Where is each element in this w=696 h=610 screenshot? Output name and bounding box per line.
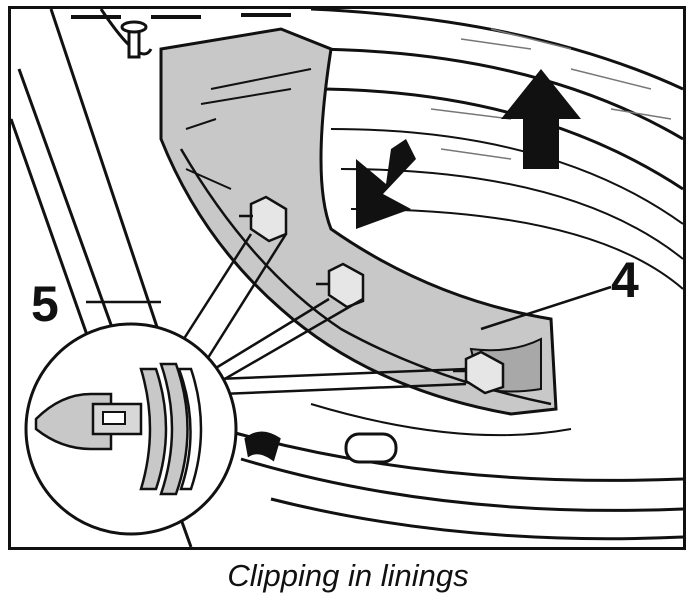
clip-middle xyxy=(316,262,365,309)
hatch-pattern xyxy=(430,28,672,160)
illustration-frame: 5 4 xyxy=(8,6,686,550)
up-arrow xyxy=(501,69,581,169)
callout-5-label: 5 xyxy=(31,276,59,332)
lining-clip-illustration: 5 4 xyxy=(11,9,683,547)
callout-4: 4 xyxy=(480,252,639,331)
magnified-clip xyxy=(24,322,238,536)
callout-4-label: 4 xyxy=(611,252,639,308)
lower-slot xyxy=(244,431,398,464)
panel-clips xyxy=(239,195,505,395)
callout-5: 5 xyxy=(31,276,161,332)
push-arrow xyxy=(356,139,416,229)
figure-caption: Clipping in linings xyxy=(227,558,469,593)
clip-lower xyxy=(453,350,505,395)
